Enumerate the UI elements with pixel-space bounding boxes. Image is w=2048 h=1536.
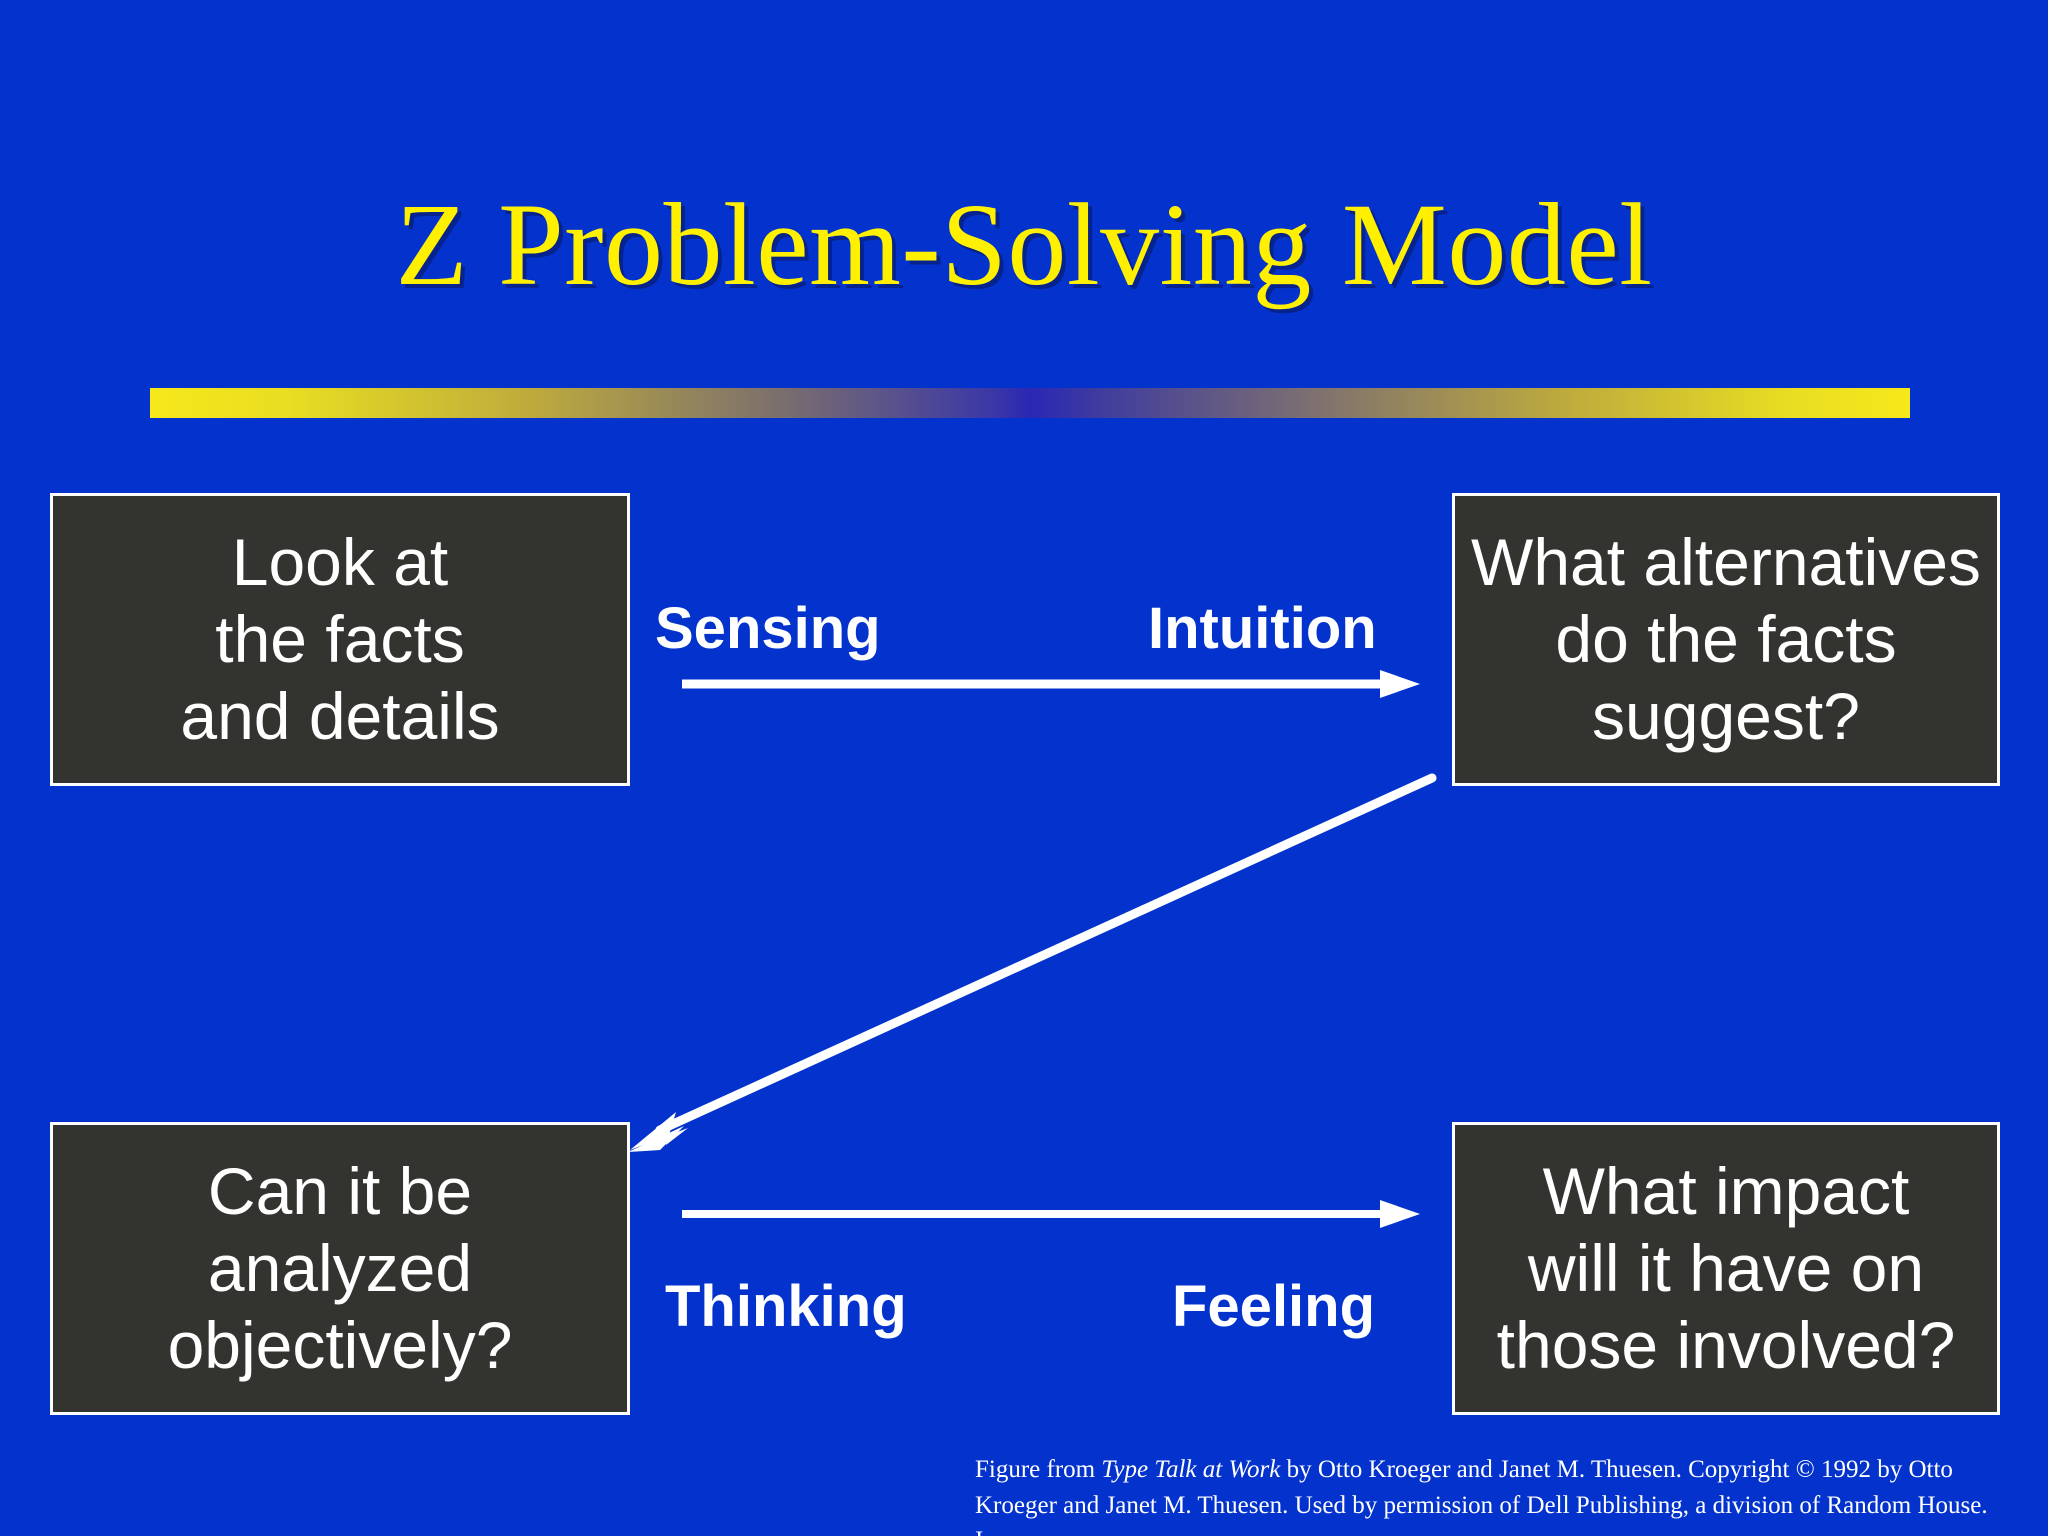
arrow-right-icon-sensing-to-intuition: [682, 670, 1420, 698]
arrow-diagonal-icon-alternatives-to-analyze: [628, 773, 1437, 1152]
box-look-at-facts-label: Look at the facts and details: [180, 524, 500, 754]
footer-credit-part1: Figure from: [975, 1456, 1102, 1483]
footer-credit-part2: by Otto Kroeger and Janet M. Thuesen. Co…: [975, 1456, 1988, 1536]
footer-book-title: Type Talk at Work: [1101, 1456, 1281, 1483]
box-what-alternatives: What alternatives do the facts suggest?: [1452, 493, 2000, 786]
box-analyzed-objectively: Can it be analyzed objectively?: [50, 1122, 630, 1415]
connector-label-intuition: Intuition: [1148, 596, 1377, 661]
connector-label-feeling: Feeling: [1172, 1274, 1376, 1339]
box-what-impact-label: What impact will it have on those involv…: [1496, 1153, 1956, 1383]
box-what-impact: What impact will it have on those involv…: [1452, 1122, 2000, 1415]
title-divider-bar: [150, 388, 1910, 418]
box-look-at-facts: Look at the facts and details: [50, 493, 630, 786]
box-what-alternatives-label: What alternatives do the facts suggest?: [1471, 524, 1981, 754]
arrow-right-icon-thinking-to-feeling: [682, 1200, 1420, 1228]
page-title: Z Problem-Solving Model: [395, 179, 1653, 310]
footer-credit: Figure from Type Talk at Work by Otto Kr…: [975, 1452, 2005, 1536]
connector-label-thinking: Thinking: [665, 1274, 907, 1339]
connector-label-sensing: Sensing: [655, 596, 881, 661]
box-analyzed-objectively-label: Can it be analyzed objectively?: [167, 1153, 513, 1383]
